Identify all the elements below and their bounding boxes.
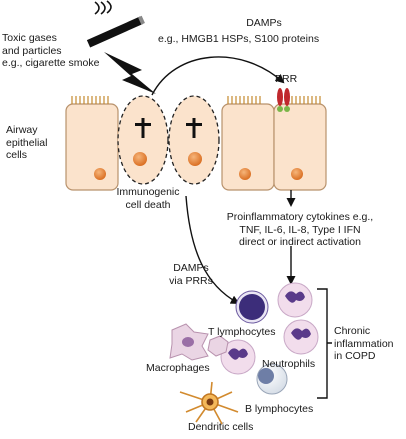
airway-epithelial-label: Airway epithelial cells [6, 124, 48, 161]
toxic-arrow [156, 94, 158, 96]
pathway-arrows [151, 56, 332, 399]
cell-nucleus [291, 168, 303, 180]
b-lymphocyte-icon [256, 363, 288, 395]
immune-cells [169, 282, 319, 425]
damps-examples: e.g., HMGB1 HSPs, S100 proteins [158, 33, 320, 45]
t-lymphocyte-icon [235, 290, 269, 324]
cytokines-label: Proinflammatory cytokines e.g., TNF, IL-… [226, 211, 374, 248]
chronic-inflammation-label: Chronic inflammation in COPD [334, 325, 394, 362]
toxic-gases-label: Toxic gases and particles e.g., cigarett… [2, 32, 100, 69]
cilia [71, 96, 321, 104]
dendritic-cells-label: Dendritic cells [188, 421, 254, 433]
damps-title: DAMPs [246, 17, 282, 29]
airway-epithelium [65, 88, 327, 191]
neutrophil-icon [283, 319, 319, 355]
neutrophils-label: Neutrophils [262, 358, 316, 370]
cell-nucleus [239, 168, 251, 180]
dying-cell [168, 95, 220, 185]
epithelial-cell [65, 103, 119, 191]
immune-bracket [317, 288, 332, 399]
macrophage-icon [207, 335, 229, 357]
prr-receptor-icon [277, 88, 290, 112]
arrow-damps-to-immune [185, 195, 240, 304]
b-lymphocytes-label: B lymphocytes [245, 403, 314, 415]
cell-nucleus [94, 168, 106, 180]
arrow-damps-to-prr [151, 56, 285, 96]
dendritic-cell-icon [179, 381, 239, 425]
prr-label: PRR [275, 73, 298, 85]
t-lymphocytes-label: T lymphocytes [208, 326, 276, 338]
lightning-bolt-icon [104, 52, 156, 94]
neutrophil-icon [277, 282, 313, 318]
macrophage-icon [169, 323, 209, 361]
immunogenic-death-label: Immunogenic cell death [116, 186, 180, 211]
cigarette-icon [86, 0, 145, 48]
dying-cell [117, 95, 169, 185]
macrophages-label: Macrophages [146, 362, 210, 374]
dying-cell-nucleus [188, 152, 202, 166]
neutrophil-icon [220, 339, 256, 375]
dagger-cross-icon [135, 118, 202, 138]
damps-via-prrs-label: DAMPs via PRRs [169, 262, 213, 287]
dying-cell-nucleus [133, 152, 147, 166]
